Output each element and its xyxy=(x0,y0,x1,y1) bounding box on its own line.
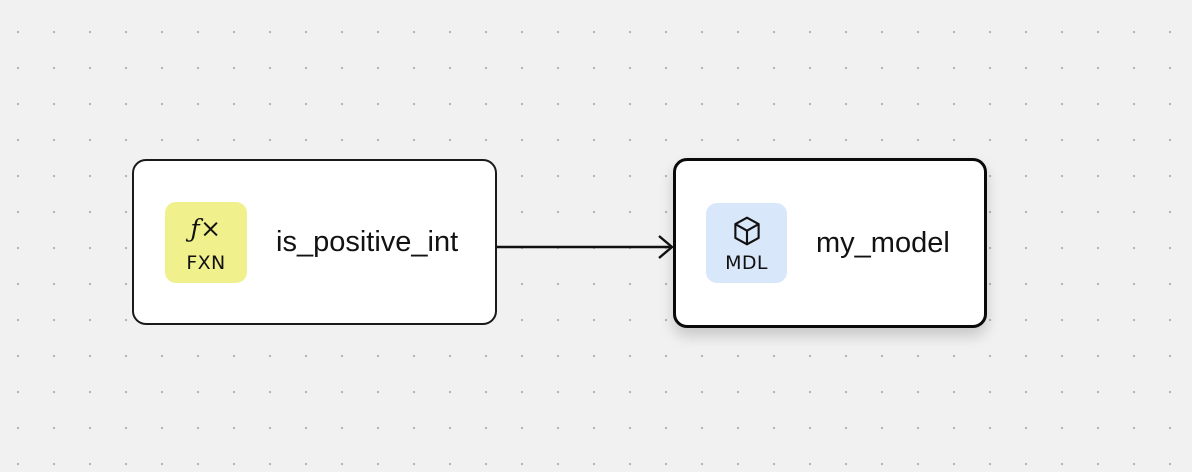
node-type-badge-mdl: MDL xyxy=(706,203,787,283)
node-label-my-model: my_model xyxy=(816,226,950,259)
function-fx-icon: ƒ× xyxy=(190,214,222,243)
node-type-badge-caption: FXN xyxy=(186,251,226,274)
node-my-model[interactable]: MDL my_model xyxy=(673,158,987,328)
cube-model-icon xyxy=(730,214,764,248)
edge-arrowhead-icon xyxy=(658,235,674,259)
node-type-badge-fxn: ƒ× FXN xyxy=(165,201,247,283)
node-is-positive-int[interactable]: ƒ× FXN is_positive_int xyxy=(132,159,497,325)
node-label-is-positive-int: is_positive_int xyxy=(276,225,459,258)
node-type-badge-caption: MDL xyxy=(725,251,768,274)
edge-is-positive-int-to-my-model[interactable] xyxy=(497,235,674,259)
